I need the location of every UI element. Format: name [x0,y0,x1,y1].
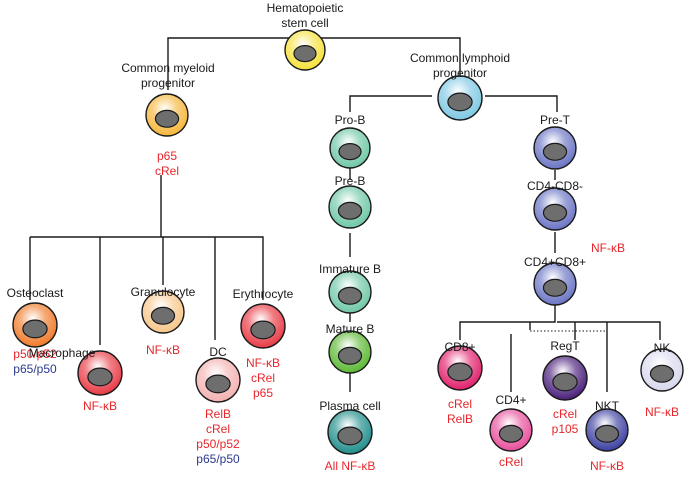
marker-granulocyte: NF-κB [146,343,180,357]
cell-label-regt: RegT [550,339,580,353]
nucleus-macrophage [87,367,113,387]
cell-label-granulocyte: Granulocyte [131,285,196,299]
cell-label-dc: DC [209,345,227,359]
cell-label-plasma: Plasma cell [319,399,380,413]
cell-label-pret: Pre-T [540,113,571,127]
cell-label-cmp: progenitor [141,76,195,90]
marker-nkt: NF-κB [590,459,624,473]
cell-label-dp: CD4+CD8+ [524,255,586,269]
cell-erythrocyte [240,303,286,349]
marker-erythrocyte: cRel [251,371,275,385]
cell-label-dn: CD4-CD8- [527,179,583,193]
marker-regt: cRel [553,407,577,421]
cell-dn [533,187,577,231]
cell-granulocyte [141,290,185,334]
nucleus-granulocyte [150,306,176,325]
connector-lymphoid-split [349,95,558,112]
marker-cmp: p65 [157,149,177,163]
nucleus-matureb [337,346,363,365]
cell-label-nk: NK [654,341,671,355]
marker-regt: p105 [552,422,579,436]
cell-plasma [327,409,373,455]
nucleus-prob [338,143,362,161]
cell-label-osteoclast: Osteoclast [7,286,64,300]
cell-regt [542,355,588,401]
nucleus-nkt [594,424,620,443]
cell-matureb [328,330,372,374]
connector-lines [29,37,661,392]
cell-label-preb: Pre-B [335,174,366,188]
nucleus-immatureb [337,286,363,305]
cell-label-prob: Pro-B [335,113,366,127]
cell-label-matureb: Mature B [326,322,375,336]
cell-nkt [585,408,629,452]
nucleus-pret [542,142,568,161]
cell-immatureb [328,270,372,314]
cell-osteoclast [12,302,58,348]
marker-cd4: cRel [499,455,523,469]
marker-cd8: cRel [448,397,472,411]
cell-nk [640,348,684,392]
cell-clp [437,75,483,121]
nucleus-cmp [154,109,180,128]
marker-plasma: All NF-κB [325,459,376,473]
cell-label-clp: Common lymphoid [410,51,510,65]
cell-dc [195,357,241,403]
side-note-dp: NF-κB [591,241,625,255]
marker-erythrocyte: p65 [253,386,273,400]
nucleus-nk [649,364,675,383]
cell-label-nkt: NKT [595,399,620,413]
cell-label-clp: progenitor [433,66,487,80]
cell-label-hsc: stem cell [281,16,328,30]
cell-label-hsc: Hematopoietic [267,1,344,15]
cell-label-cmp: Common myeloid [121,61,214,75]
nucleus-plasma [337,426,363,446]
nucleus-clp [447,92,473,112]
marker-dc: cRel [206,422,230,436]
connector-t-lineage [459,170,661,392]
nucleus-dp [542,278,568,297]
marker-macrophage: NF-κB [83,399,117,413]
marker-erythrocyte: NF-κB [246,356,280,370]
marker-dc: RelB [205,407,231,421]
cell-label-cd4: CD4+ [495,393,526,407]
cell-preb [328,185,372,229]
cell-cd4 [489,408,533,452]
cell-hsc [284,29,326,71]
nucleus-cd8 [447,362,473,382]
nucleus-erythrocyte [250,320,276,340]
marker-cmp: cRel [155,164,179,178]
cell-label-cd8: CD8+ [444,340,475,354]
marker-cd8: RelB [447,412,473,426]
nucleus-dn [542,203,568,222]
nucleus-hsc [293,44,317,63]
cell-label-immatureb: Immature B [319,262,381,276]
cell-label-erythrocyte: Erythrocyte [233,287,294,301]
cell-macrophage [77,350,123,396]
marker-dc: p65/p50 [196,452,240,466]
nucleus-dc [205,374,231,394]
connector-myeloid-branch [29,175,264,345]
nucleus-osteoclast [22,319,48,339]
cell-pret [533,126,577,170]
marker-osteoclast: p50/p52 [13,347,57,361]
cell-cmp [145,93,189,137]
cell-cd8 [437,345,483,391]
marker-osteoclast: p65/p50 [13,362,57,376]
nucleus-cd4 [498,424,524,443]
cell-label-macrophage: Macrophage [29,346,96,360]
marker-dc: p50/p52 [196,437,240,451]
cell-prob [329,127,371,169]
nucleus-regt [552,372,578,392]
cells-layer [12,29,684,455]
marker-nk: NF-κB [645,405,679,419]
nucleus-preb [337,201,363,220]
cell-dp [533,262,577,306]
